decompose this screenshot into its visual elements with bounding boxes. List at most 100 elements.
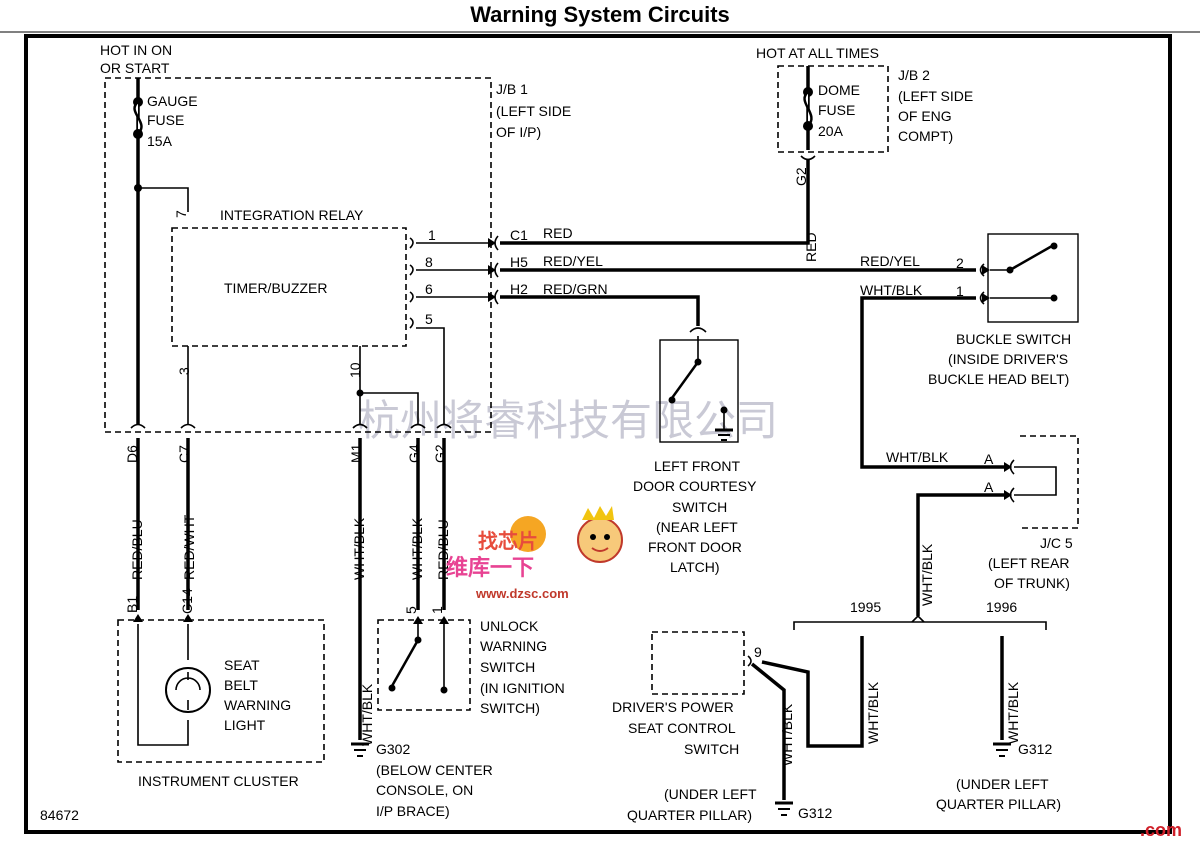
pin-2: 2 — [956, 255, 964, 271]
gauge-fuse-rating: 15A — [147, 133, 173, 149]
door-switch-label: FRONT DOOR — [648, 539, 742, 555]
jb2-label: J/B 2 — [898, 67, 930, 83]
relay-box — [171, 227, 407, 347]
pin-5: 5 — [403, 606, 419, 614]
dome-fuse-symbol — [803, 91, 813, 127]
buckle-switch-wiring — [990, 269, 1054, 299]
fuse-terminal — [803, 121, 813, 131]
wire-color-label: RED/YEL — [860, 253, 920, 269]
connector-H2: H2 — [510, 281, 528, 297]
svg-text:找芯片: 找芯片 — [478, 529, 538, 553]
ground-g302-location: I/P BRACE) — [376, 803, 450, 819]
ground-g312-location: QUARTER PILLAR) — [627, 807, 752, 823]
connector-D6: D6 — [124, 445, 140, 463]
seat-belt-light-label: LIGHT — [224, 717, 266, 733]
jb2-box — [777, 65, 889, 153]
jc5-jumper — [1014, 466, 1057, 496]
pin-9: 3 — [176, 367, 192, 375]
relay-inner-label: TIMER/BUZZER — [224, 280, 327, 296]
wire-color-label: WHT/BLK — [359, 683, 375, 746]
corner-mark: .com — [1140, 820, 1182, 840]
ground-g302-id: G302 — [376, 741, 410, 757]
connector-B1: B1 — [124, 596, 140, 613]
power-seat-pin — [747, 655, 752, 667]
unlock-switch-label: SWITCH) — [480, 700, 540, 716]
door-switch-label: DOOR COURTESY — [633, 478, 757, 494]
door-switch-label: LEFT FRONT — [654, 458, 741, 474]
jc5-box — [1020, 435, 1079, 529]
wire-color-label: WHT/BLK — [1005, 681, 1021, 744]
pin-arrow — [1004, 490, 1012, 500]
unlock-switch-label: WARNING — [480, 638, 547, 654]
door-switch-box — [659, 339, 739, 443]
relay-pin10-wire — [359, 346, 419, 425]
ground-symbol — [715, 428, 733, 441]
ground-g312-location: (UNDER LEFT — [956, 776, 1049, 792]
pin-A: A — [984, 479, 994, 495]
seat-belt-light-label: WARNING — [224, 697, 291, 713]
lamp-filament — [175, 672, 201, 710]
relay-output-pins — [409, 235, 499, 425]
pin-7: 7 — [173, 210, 189, 218]
pin-8: 8 — [425, 254, 433, 270]
year-1995: 1995 — [850, 599, 881, 615]
hot-at-all-times-label: HOT AT ALL TIMES — [756, 45, 879, 61]
relay-pin7-wire — [138, 187, 189, 212]
or-start-label: OR START — [100, 60, 170, 76]
jb2-location: OF ENG — [898, 108, 952, 124]
pin-1: 1 — [956, 283, 964, 299]
gauge-fuse-label: GAUGE — [147, 93, 198, 109]
pin-1: 1 — [429, 606, 445, 614]
wire-color-label: RED — [543, 225, 573, 241]
unlock-switch-contacts — [417, 624, 445, 690]
buckle-switch-label: BUCKLE HEAD BELT) — [928, 371, 1069, 387]
pin-A: A — [984, 451, 994, 467]
connector-G2: G2 — [793, 167, 809, 186]
power-seat-switch-label: DRIVER'S POWER — [612, 699, 734, 715]
power-seat-switch-label: SEAT CONTROL — [628, 720, 736, 736]
wire-color-label: WHT/BLK — [919, 543, 935, 606]
buckle-switch-pins — [979, 263, 985, 305]
seat-belt-light-label: BELT — [224, 677, 258, 693]
wire-color-label: RED/BLU — [129, 519, 145, 580]
buckle-switch-label: BUCKLE SWITCH — [956, 331, 1071, 347]
pin-arrow — [1004, 462, 1012, 472]
pin-arrow — [982, 293, 990, 303]
outer-frame — [24, 34, 1172, 834]
unlock-switch-blade — [390, 639, 420, 687]
ground-g312-id: G312 — [798, 805, 832, 821]
jc5-label: J/C 5 — [1040, 535, 1073, 551]
connector-C1: C1 — [510, 227, 528, 243]
switch-contact — [720, 406, 728, 414]
wire-color-label: RED/WHT — [181, 514, 197, 580]
diagram-title: Warning System Circuits — [470, 2, 730, 27]
svg-text:维库一下: 维库一下 — [446, 555, 534, 580]
gauge-fuse-label: FUSE — [147, 112, 184, 128]
connector-C14: C14 — [179, 588, 195, 614]
figure-number: 84672 — [40, 807, 79, 823]
svg-text:www.dzsc.com: www.dzsc.com — [475, 586, 569, 601]
fuse-terminal — [133, 129, 143, 139]
pin-10: 10 — [347, 362, 363, 378]
wire-wht-blk-buckle — [860, 296, 1004, 469]
pin-9: 9 — [754, 644, 762, 660]
wire-wht-blk-jc5 — [916, 493, 1004, 616]
wire-color-label: WHT/BLK — [865, 681, 881, 744]
wire-wht-blk-seat-ground — [750, 662, 786, 800]
ground-g312-id: G312 — [1018, 741, 1052, 757]
switch-contact — [440, 686, 448, 694]
jc5-location: OF TRUNK) — [994, 575, 1070, 591]
pin-5: 5 — [425, 311, 433, 327]
instrument-cluster-label: INSTRUMENT CLUSTER — [138, 773, 299, 789]
relay-name: INTEGRATION RELAY — [220, 207, 364, 223]
wire-color-label: RED/GRN — [543, 281, 608, 297]
wire-color-label: WHT/BLK — [409, 517, 425, 580]
watermark: 杭州将睿科技有限公司 — [358, 397, 778, 444]
buckle-switch-label: (INSIDE DRIVER'S — [948, 351, 1068, 367]
jb1-location: OF I/P) — [496, 124, 541, 140]
pin-1: 1 — [428, 227, 436, 243]
wire-wht-blk-1995 — [761, 636, 864, 748]
ground-symbol — [351, 742, 369, 757]
wire-red-grn — [500, 295, 700, 326]
